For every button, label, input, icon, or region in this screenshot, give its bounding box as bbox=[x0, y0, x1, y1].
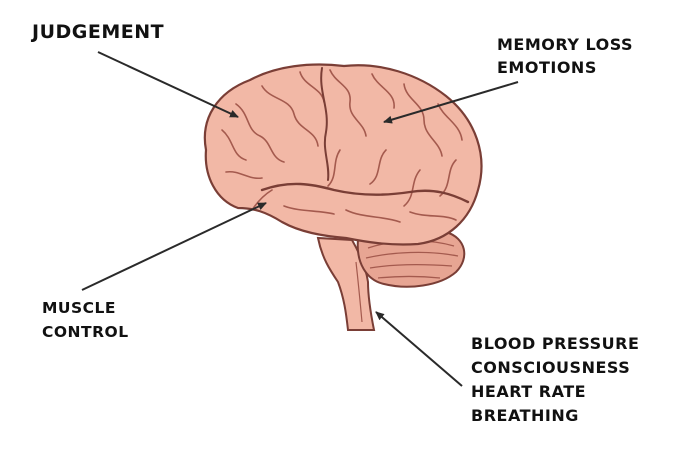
judgement-arrow bbox=[98, 52, 238, 117]
label-blood-pressure: BLOOD PRESSURE bbox=[471, 332, 639, 356]
label-muscle-control: MUSCLE CONTROL bbox=[42, 296, 129, 344]
brainstem-arrow bbox=[376, 312, 462, 386]
label-memory-emotions: MEMORY LOSS EMOTIONS bbox=[497, 33, 633, 79]
label-judgement-text: JUDGEMENT bbox=[32, 22, 164, 44]
muscle-control-arrow bbox=[82, 203, 266, 290]
label-breathing: BREATHING bbox=[471, 404, 639, 428]
label-memory-loss: MEMORY LOSS bbox=[497, 33, 633, 56]
label-emotions: EMOTIONS bbox=[497, 56, 633, 79]
label-heart-rate: HEART RATE bbox=[471, 380, 639, 404]
label-control: CONTROL bbox=[42, 320, 129, 344]
label-judgement: JUDGEMENT bbox=[32, 22, 164, 44]
label-muscle: MUSCLE bbox=[42, 296, 129, 320]
cerebrum bbox=[205, 65, 482, 245]
label-brainstem-functions: BLOOD PRESSURE CONSCIOUSNESS HEART RATE … bbox=[471, 332, 639, 428]
label-consciousness: CONSCIOUSNESS bbox=[471, 356, 639, 380]
